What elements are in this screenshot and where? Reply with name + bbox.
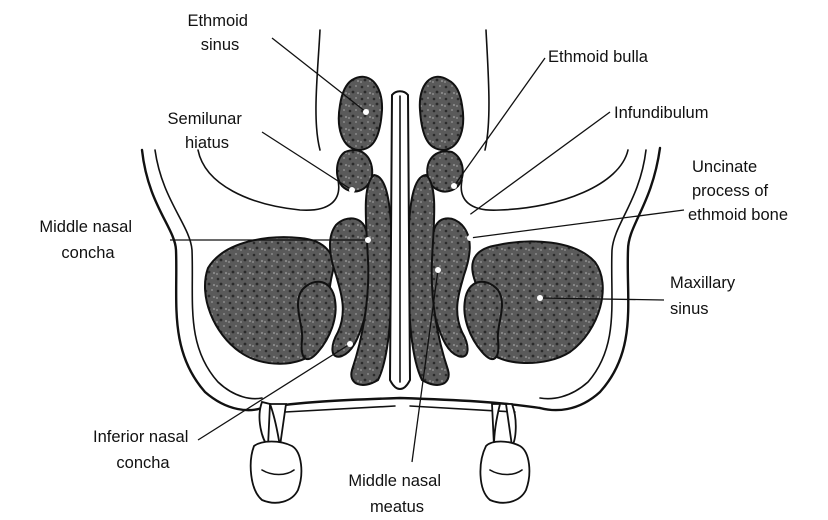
label-ethmoid-bulla: Ethmoid bulla [548, 48, 649, 66]
label-middle-nasal-meatus: Middle nasal meatus [348, 472, 445, 516]
label-uncinate-process: Uncinate process of ethmoid bone [688, 158, 788, 224]
label-middle-nasal-concha: Middle nasal concha [39, 218, 136, 262]
label-infundibulum: Infundibulum [614, 104, 708, 122]
label-inferior-nasal-concha: Inferior nasal concha [93, 428, 193, 472]
left-tooth-icon [251, 402, 302, 503]
label-semilunar-hiatus: Semilunar hiatus [168, 110, 247, 152]
label-maxillary-sinus: Maxillary sinus [670, 274, 740, 318]
right-sinuses [408, 77, 603, 385]
right-tooth-icon [480, 404, 529, 503]
label-ethmoid-sinus: Ethmoid sinus [187, 12, 252, 54]
nasal-septum [390, 91, 410, 389]
